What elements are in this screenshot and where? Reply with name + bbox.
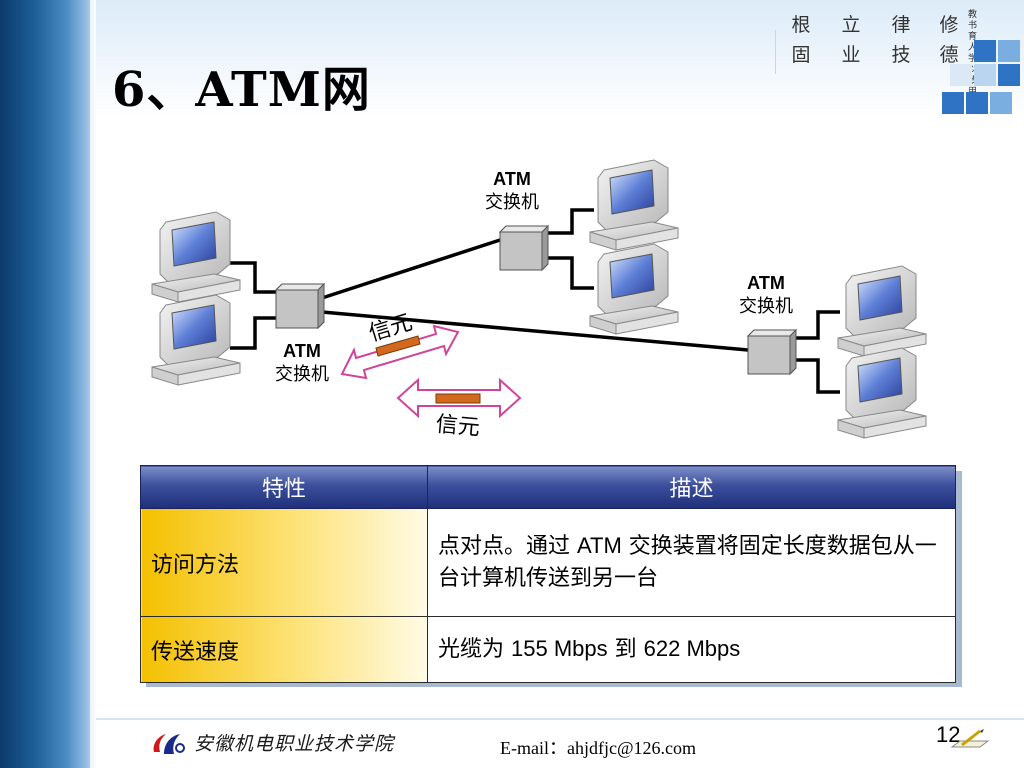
computer-icon xyxy=(837,347,927,439)
motto-col-1: 根 固 xyxy=(791,14,811,66)
square-6 xyxy=(942,92,964,114)
switch-label-right: ATM 交换机 xyxy=(739,273,793,317)
cell-arrow-lower xyxy=(396,377,522,419)
table-header-row: 特性 描述 xyxy=(140,465,956,509)
computer-icon xyxy=(589,243,679,335)
square-4 xyxy=(974,64,996,86)
computer-icon xyxy=(589,159,679,251)
square-2 xyxy=(998,40,1020,62)
atm-switch-icon xyxy=(275,283,325,329)
atm-switch-icon xyxy=(499,225,549,271)
footer-email: E-mail：ahjdfjc@126.com xyxy=(500,738,697,758)
square-8 xyxy=(990,92,1012,114)
motto-divider xyxy=(775,30,776,74)
square-5 xyxy=(950,64,972,86)
switch-label-center: ATM 交换机 xyxy=(485,169,539,213)
school-logo-icon xyxy=(153,734,185,754)
row-description: 点对点。通过 ATM 交换装置将固定长度数据包从一台计算机传送到另一台 xyxy=(427,508,956,617)
properties-table: 特性 描述 访问方法 点对点。通过 ATM 交换装置将固定长度数据包从一台计算机… xyxy=(140,465,956,683)
square-1 xyxy=(974,40,996,62)
motto-col-3: 律 技 xyxy=(891,14,911,66)
switch-label-left: ATM 交换机 xyxy=(275,341,329,385)
page-number: 12 xyxy=(936,722,961,747)
header-feature: 特性 xyxy=(140,465,428,509)
square-7 xyxy=(966,92,988,114)
atm-network-diagram xyxy=(151,159,927,439)
pencil-icon xyxy=(950,729,990,748)
row-feature: 访问方法 xyxy=(140,508,428,617)
motto-col-2: 立 业 xyxy=(841,14,861,66)
row-feature: 传送速度 xyxy=(140,616,428,683)
cell-label-lower: 信元 xyxy=(434,412,481,441)
cell-arrow-upper xyxy=(340,324,460,380)
page-title: 6、ATM网 xyxy=(112,62,371,118)
motto-col-4: 修 德 xyxy=(939,14,959,66)
top-band xyxy=(96,0,1024,118)
footer-divider xyxy=(96,718,1024,720)
computer-icon xyxy=(837,265,927,357)
atm-switch-icon xyxy=(747,329,797,375)
table-row: 传送速度 光缆为 155 Mbps 到 622 Mbps xyxy=(140,616,956,683)
header-description: 描述 xyxy=(427,465,956,509)
atm-properties-table: 特性 描述 访问方法 点对点。通过 ATM 交换装置将固定长度数据包从一台计算机… xyxy=(140,465,962,687)
school-name: 安徽机电职业技术学院 xyxy=(194,733,395,755)
computer-icon xyxy=(151,211,241,303)
table-row: 访问方法 点对点。通过 ATM 交换装置将固定长度数据包从一台计算机传送到另一台 xyxy=(140,508,956,617)
square-3 xyxy=(998,64,1020,86)
row-description: 光缆为 155 Mbps 到 622 Mbps xyxy=(427,616,956,683)
computer-icon xyxy=(151,294,241,386)
left-gradient-bar xyxy=(0,0,96,768)
